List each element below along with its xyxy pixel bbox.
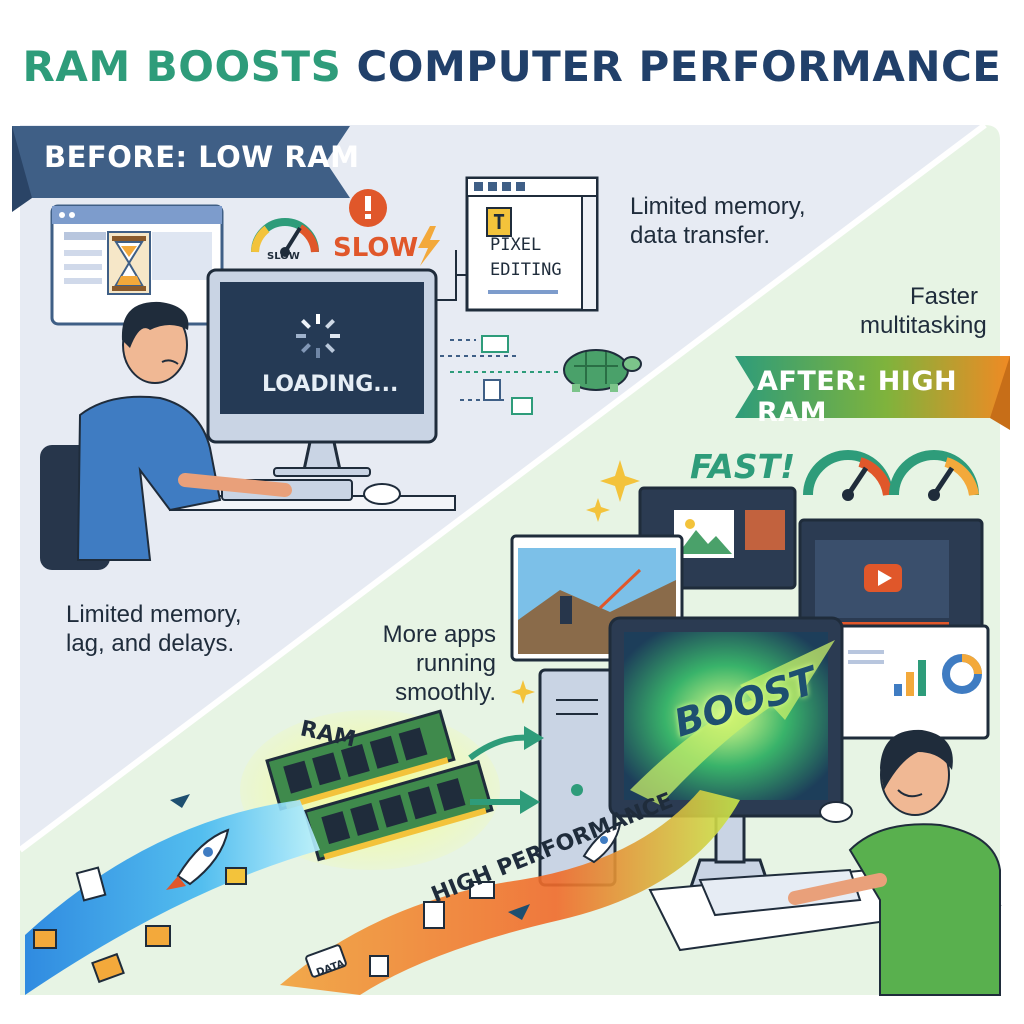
- before-caption-bottom: Limited memory, lag, and delays.: [66, 601, 242, 657]
- hourglass-icon: [107, 231, 151, 295]
- gauge-slow-label: SLOW: [267, 251, 300, 262]
- stressed-user: [40, 301, 292, 570]
- warning-icon: [349, 189, 387, 227]
- before-label: BEFORE: LOW RAM: [44, 140, 360, 174]
- rocket-icon: [508, 822, 622, 920]
- desk-after: [648, 801, 1002, 952]
- before-banner: [12, 126, 350, 212]
- fast-label: FAST!: [690, 447, 796, 486]
- ram-stick: [265, 709, 456, 811]
- after-caption-mid: More apps running smoothly.: [382, 621, 496, 706]
- after-banner: [735, 356, 1010, 430]
- loading-spinner-icon: [296, 314, 340, 358]
- boost-arrow-icon: [630, 640, 835, 805]
- happy-user: [788, 729, 1001, 996]
- speedometer-icon: [803, 450, 979, 501]
- after-caption-top: Faster multitasking: [860, 283, 987, 339]
- video-app-window: [798, 518, 984, 634]
- page-title: RAM BOOSTS COMPUTER PERFORMANCE: [0, 42, 1024, 91]
- speedometer-icon: [251, 218, 319, 257]
- rocket-icon: [166, 794, 230, 890]
- sparkle-icon: [511, 460, 640, 704]
- blue-data-stream: [25, 800, 320, 995]
- slow-label: SLOW: [333, 233, 419, 263]
- slow-data-trail: [440, 335, 560, 415]
- title-part-2: COMPUTER PERFORMANCE: [356, 42, 1002, 91]
- ram-stick: [303, 759, 494, 862]
- editor-label: PIXEL EDITING: [490, 235, 562, 280]
- arrow-icon: [468, 726, 544, 814]
- dashboard-app-window: [834, 624, 990, 740]
- orange-data-stream: [280, 790, 740, 995]
- text-tool-icon: T: [486, 207, 512, 237]
- lightning-icon: [418, 226, 440, 266]
- loading-label: LOADING...: [262, 372, 399, 397]
- editor-window: [430, 176, 599, 312]
- after-label: AFTER: HIGH RAM: [757, 366, 958, 428]
- before-caption-top: Limited memory, data transfer.: [630, 193, 806, 249]
- turtle-icon: [563, 349, 642, 392]
- old-computer-monitor: [206, 268, 438, 477]
- title-part-1: RAM BOOSTS: [22, 42, 342, 91]
